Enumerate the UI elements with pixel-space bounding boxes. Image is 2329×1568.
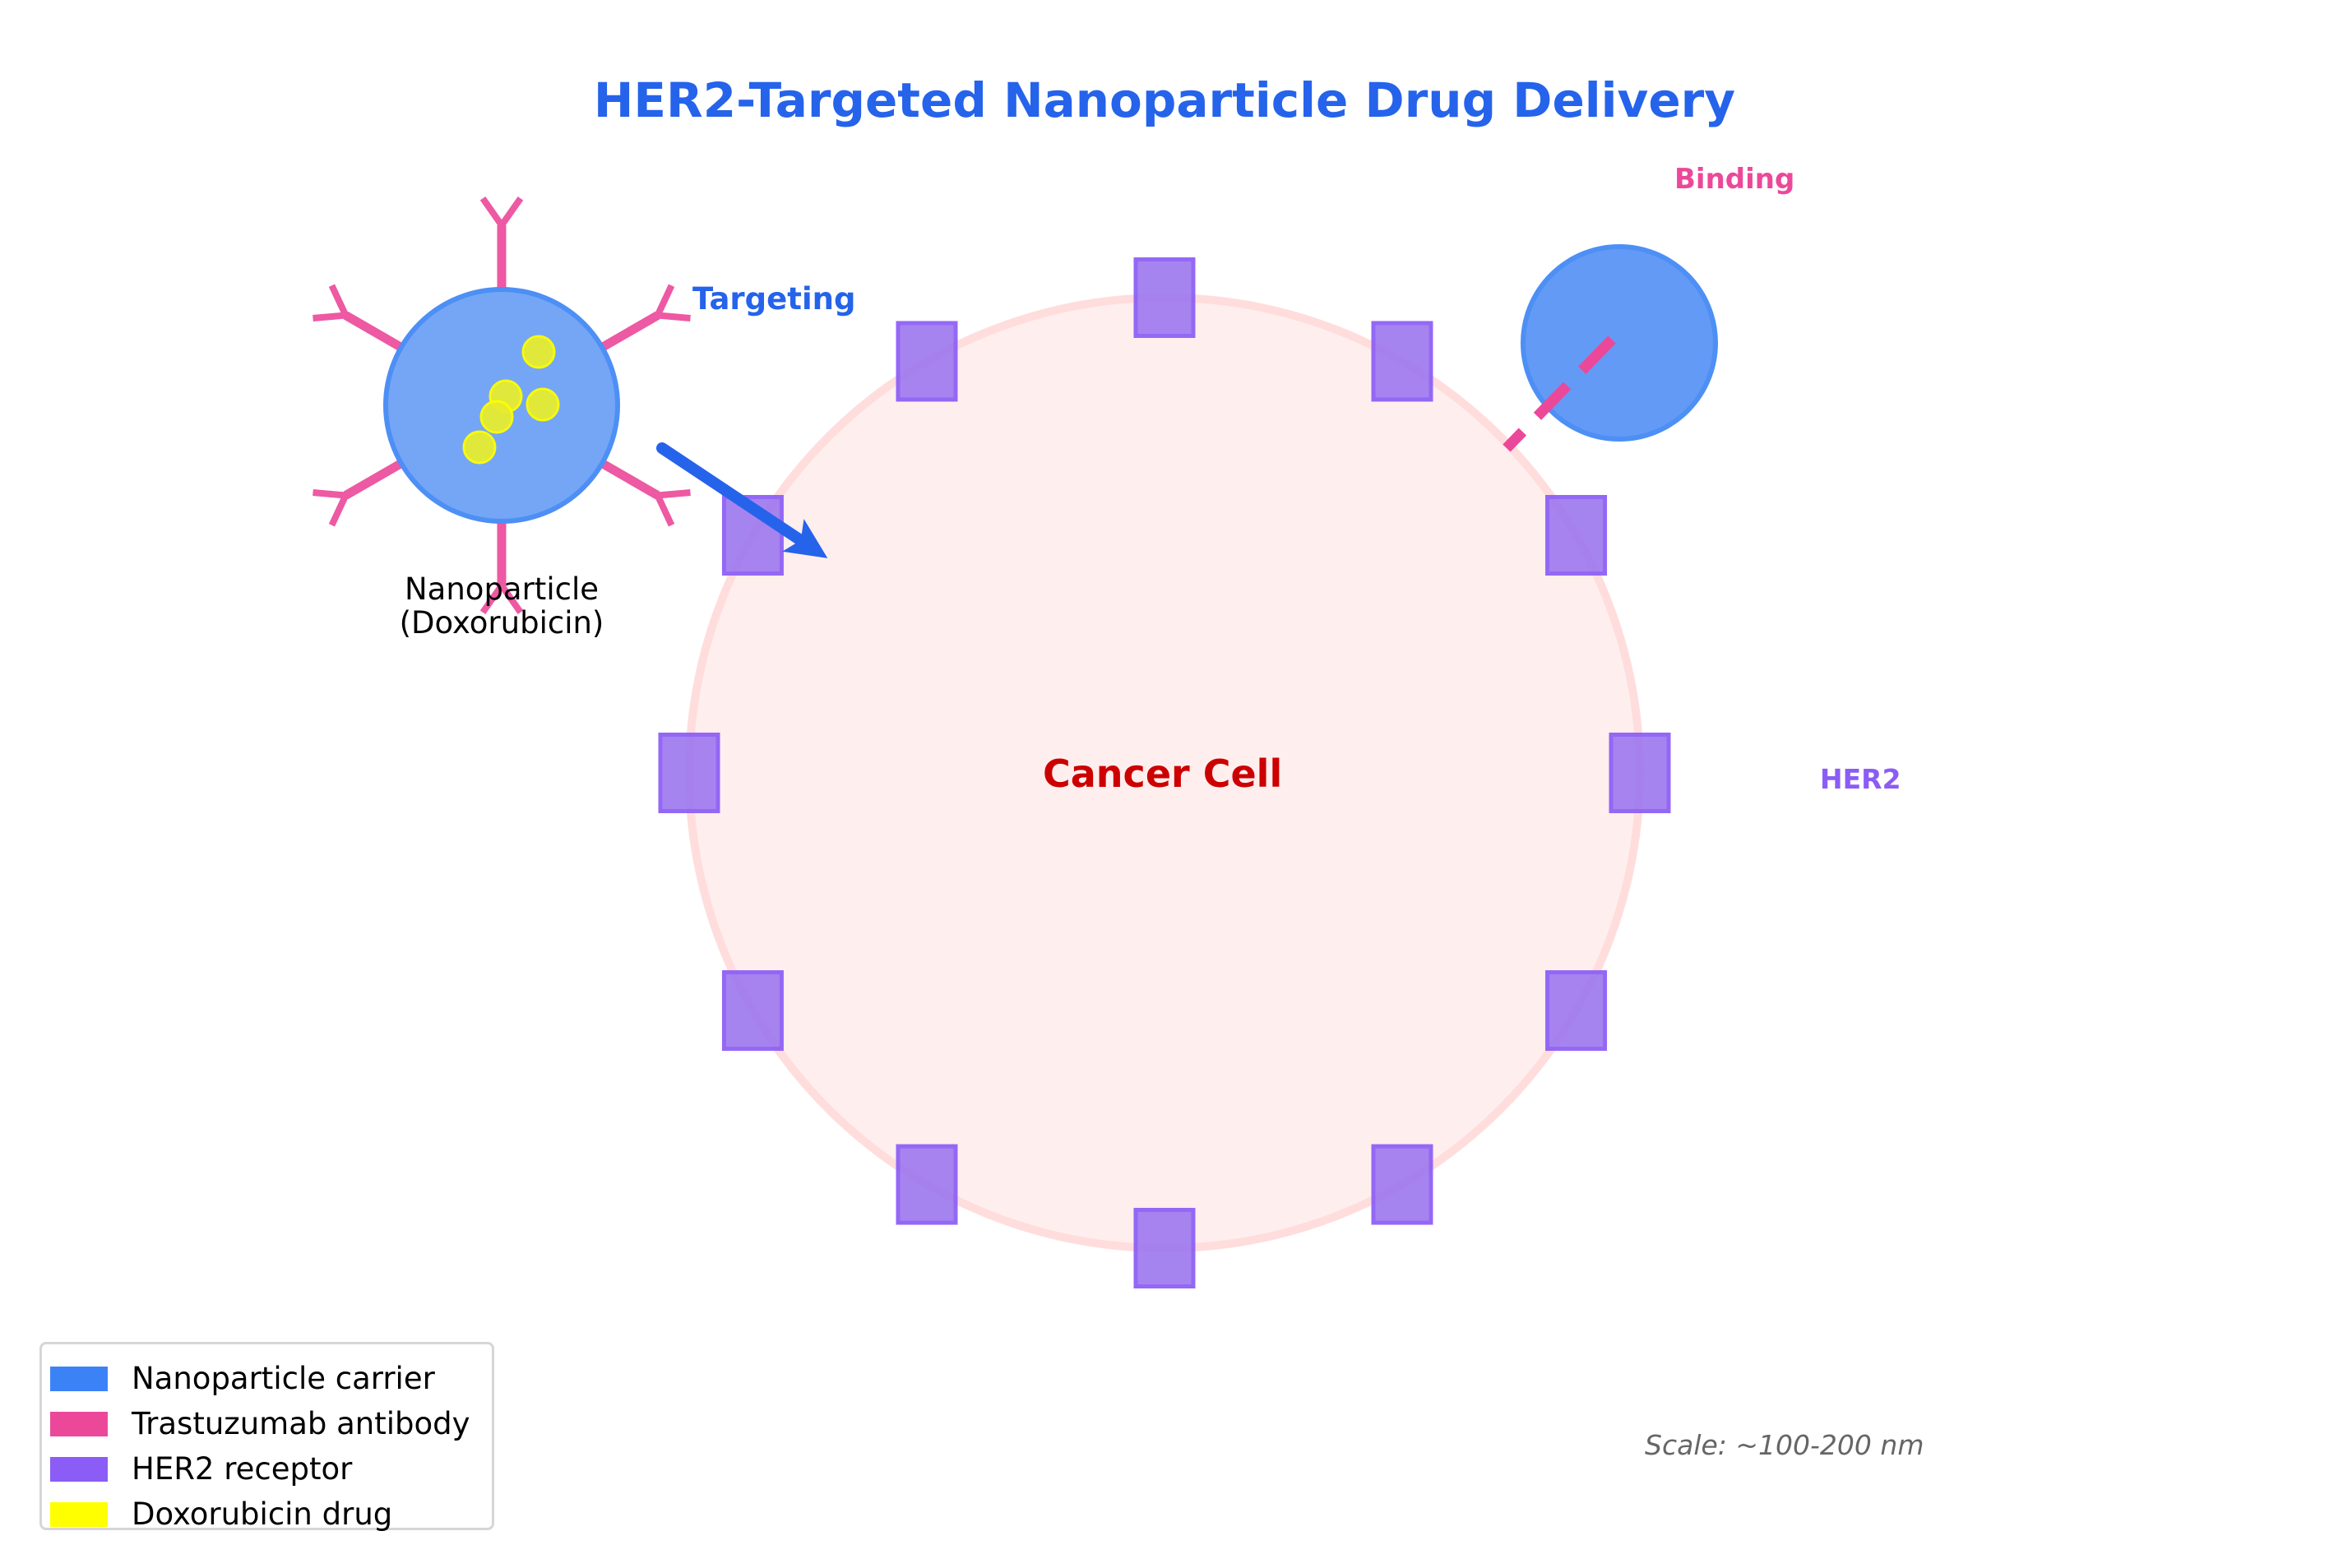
her2-receptor [1133,1208,1196,1288]
her2-receptor [1545,970,1608,1051]
page-title: HER2-Targeted Nanoparticle Drug Delivery [593,72,1736,128]
antibody-icon [313,284,413,357]
binding-nanoparticle [1521,244,1718,442]
legend-label: HER2 receptor [132,1451,353,1487]
antibody-icon [590,284,691,357]
trastuzumab-antibodies [313,196,691,615]
her2-receptor [896,1144,958,1225]
legend-swatch-receptor [50,1456,108,1482]
legend-label: Trastuzumab antibody [132,1406,470,1441]
her2-receptor [1371,321,1433,402]
targeting-label: Targeting [692,281,856,317]
binding-label: Binding [1674,163,1795,196]
legend-swatch-drug [50,1501,108,1527]
scale-note: Scale: ~100-200 nm [1645,1429,1924,1461]
her2-receptor [896,321,958,402]
doxorubicin-dot [479,400,514,434]
antibody-icon [479,196,524,299]
legend-swatch-antibody [50,1411,108,1436]
doxorubicin-drugs [462,335,560,465]
her2-label: HER2 [1820,763,1901,795]
antibody-icon [313,454,413,527]
doxorubicin-dot [521,335,556,369]
legend-label: Nanoparticle carrier [132,1361,435,1396]
her2-receptor [1133,257,1196,338]
nanoparticle-label-line1: Nanoparticle [405,571,599,607]
targeting-arrow-icon [656,442,828,558]
her2-receptors [658,257,1671,1288]
legend-swatch-nanoparticle [50,1366,108,1391]
cancer-cell-label: Cancer Cell [1043,752,1283,796]
her2-receptor [1609,733,1671,813]
antibody-icon [590,454,691,527]
nanoparticle-label: Nanoparticle (Doxorubicin) [354,572,650,640]
legend-label: Doxorubicin drug [132,1496,393,1532]
her2-receptor [1545,495,1608,576]
binding-antibody-line [1503,335,1616,452]
doxorubicin-dot [526,387,560,422]
her2-receptor [721,970,784,1051]
nanoparticle-label-line2: (Doxorubicin) [399,605,604,641]
legend-item-nanoparticle: Nanoparticle carrier [50,1356,492,1401]
her2-receptor [721,495,784,576]
her2-receptor [1371,1144,1433,1225]
legend-item-receptor: HER2 receptor [50,1446,492,1492]
her2-receptor [658,733,720,813]
legend-item-drug: Doxorubicin drug [50,1492,492,1537]
doxorubicin-dot [462,430,497,465]
legend: Nanoparticle carrier Trastuzumab antibod… [39,1342,494,1532]
legend-item-antibody: Trastuzumab antibody [50,1401,492,1446]
